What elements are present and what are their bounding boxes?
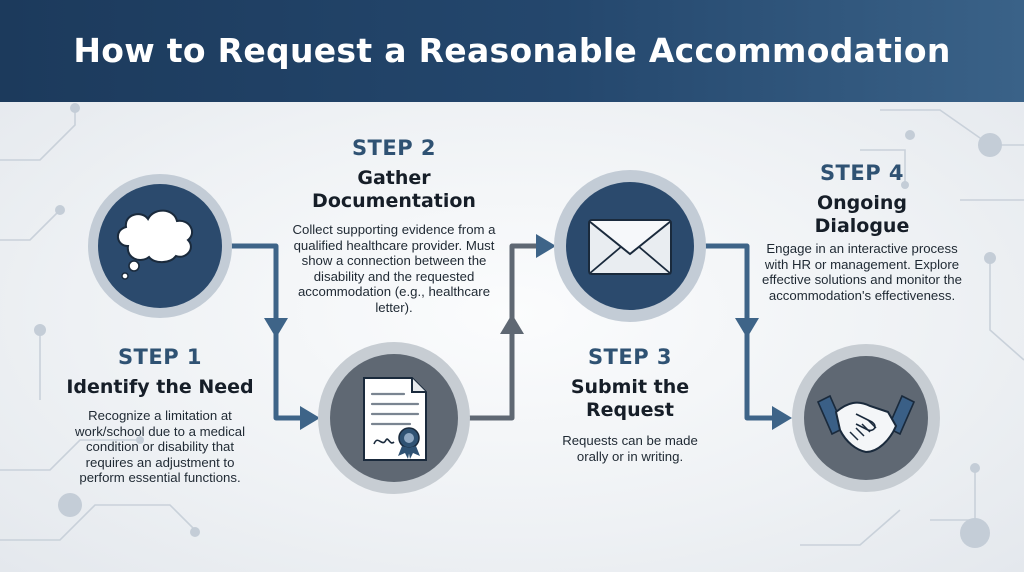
step4-title: Ongoing Dialogue (814, 192, 910, 237)
step3-label: STEP 3 (587, 345, 673, 369)
envelope-icon (588, 219, 672, 275)
page-title: How to Request a Reasonable Accommodatio… (73, 31, 951, 70)
header-banner (0, 0, 1024, 102)
arrowhead-right-2 (536, 234, 556, 258)
certificate-document-icon (363, 377, 427, 461)
step1-description: Recognize a limitation at work/school du… (74, 408, 246, 486)
step4-label: STEP 4 (819, 161, 905, 185)
arrowhead-up-2 (500, 314, 524, 334)
step1-circle (88, 174, 232, 318)
thought-bubble-icon (117, 209, 193, 280)
arrowhead-down-3 (735, 318, 759, 338)
arrowhead-right-1 (300, 406, 320, 430)
step1-label: STEP 1 (117, 345, 203, 369)
step3-description: Requests can be made orally or in writin… (562, 433, 698, 464)
step1-title: Identify the Need (66, 376, 254, 398)
arrowhead-down-1 (264, 318, 288, 338)
step2-description: Collect supporting evidence from a quali… (292, 222, 496, 315)
step4-description: Engage in an interactive process with HR… (762, 241, 962, 303)
step2-circle (318, 342, 470, 494)
step3-circle (554, 170, 706, 322)
handshake-icon (816, 394, 916, 454)
step3-title: Submit the Request (570, 376, 690, 421)
step2-label: STEP 2 (351, 136, 437, 160)
step4-circle (792, 344, 940, 492)
step2-title: Gather Documentation (312, 167, 476, 212)
arrowhead-right-3 (772, 406, 792, 430)
